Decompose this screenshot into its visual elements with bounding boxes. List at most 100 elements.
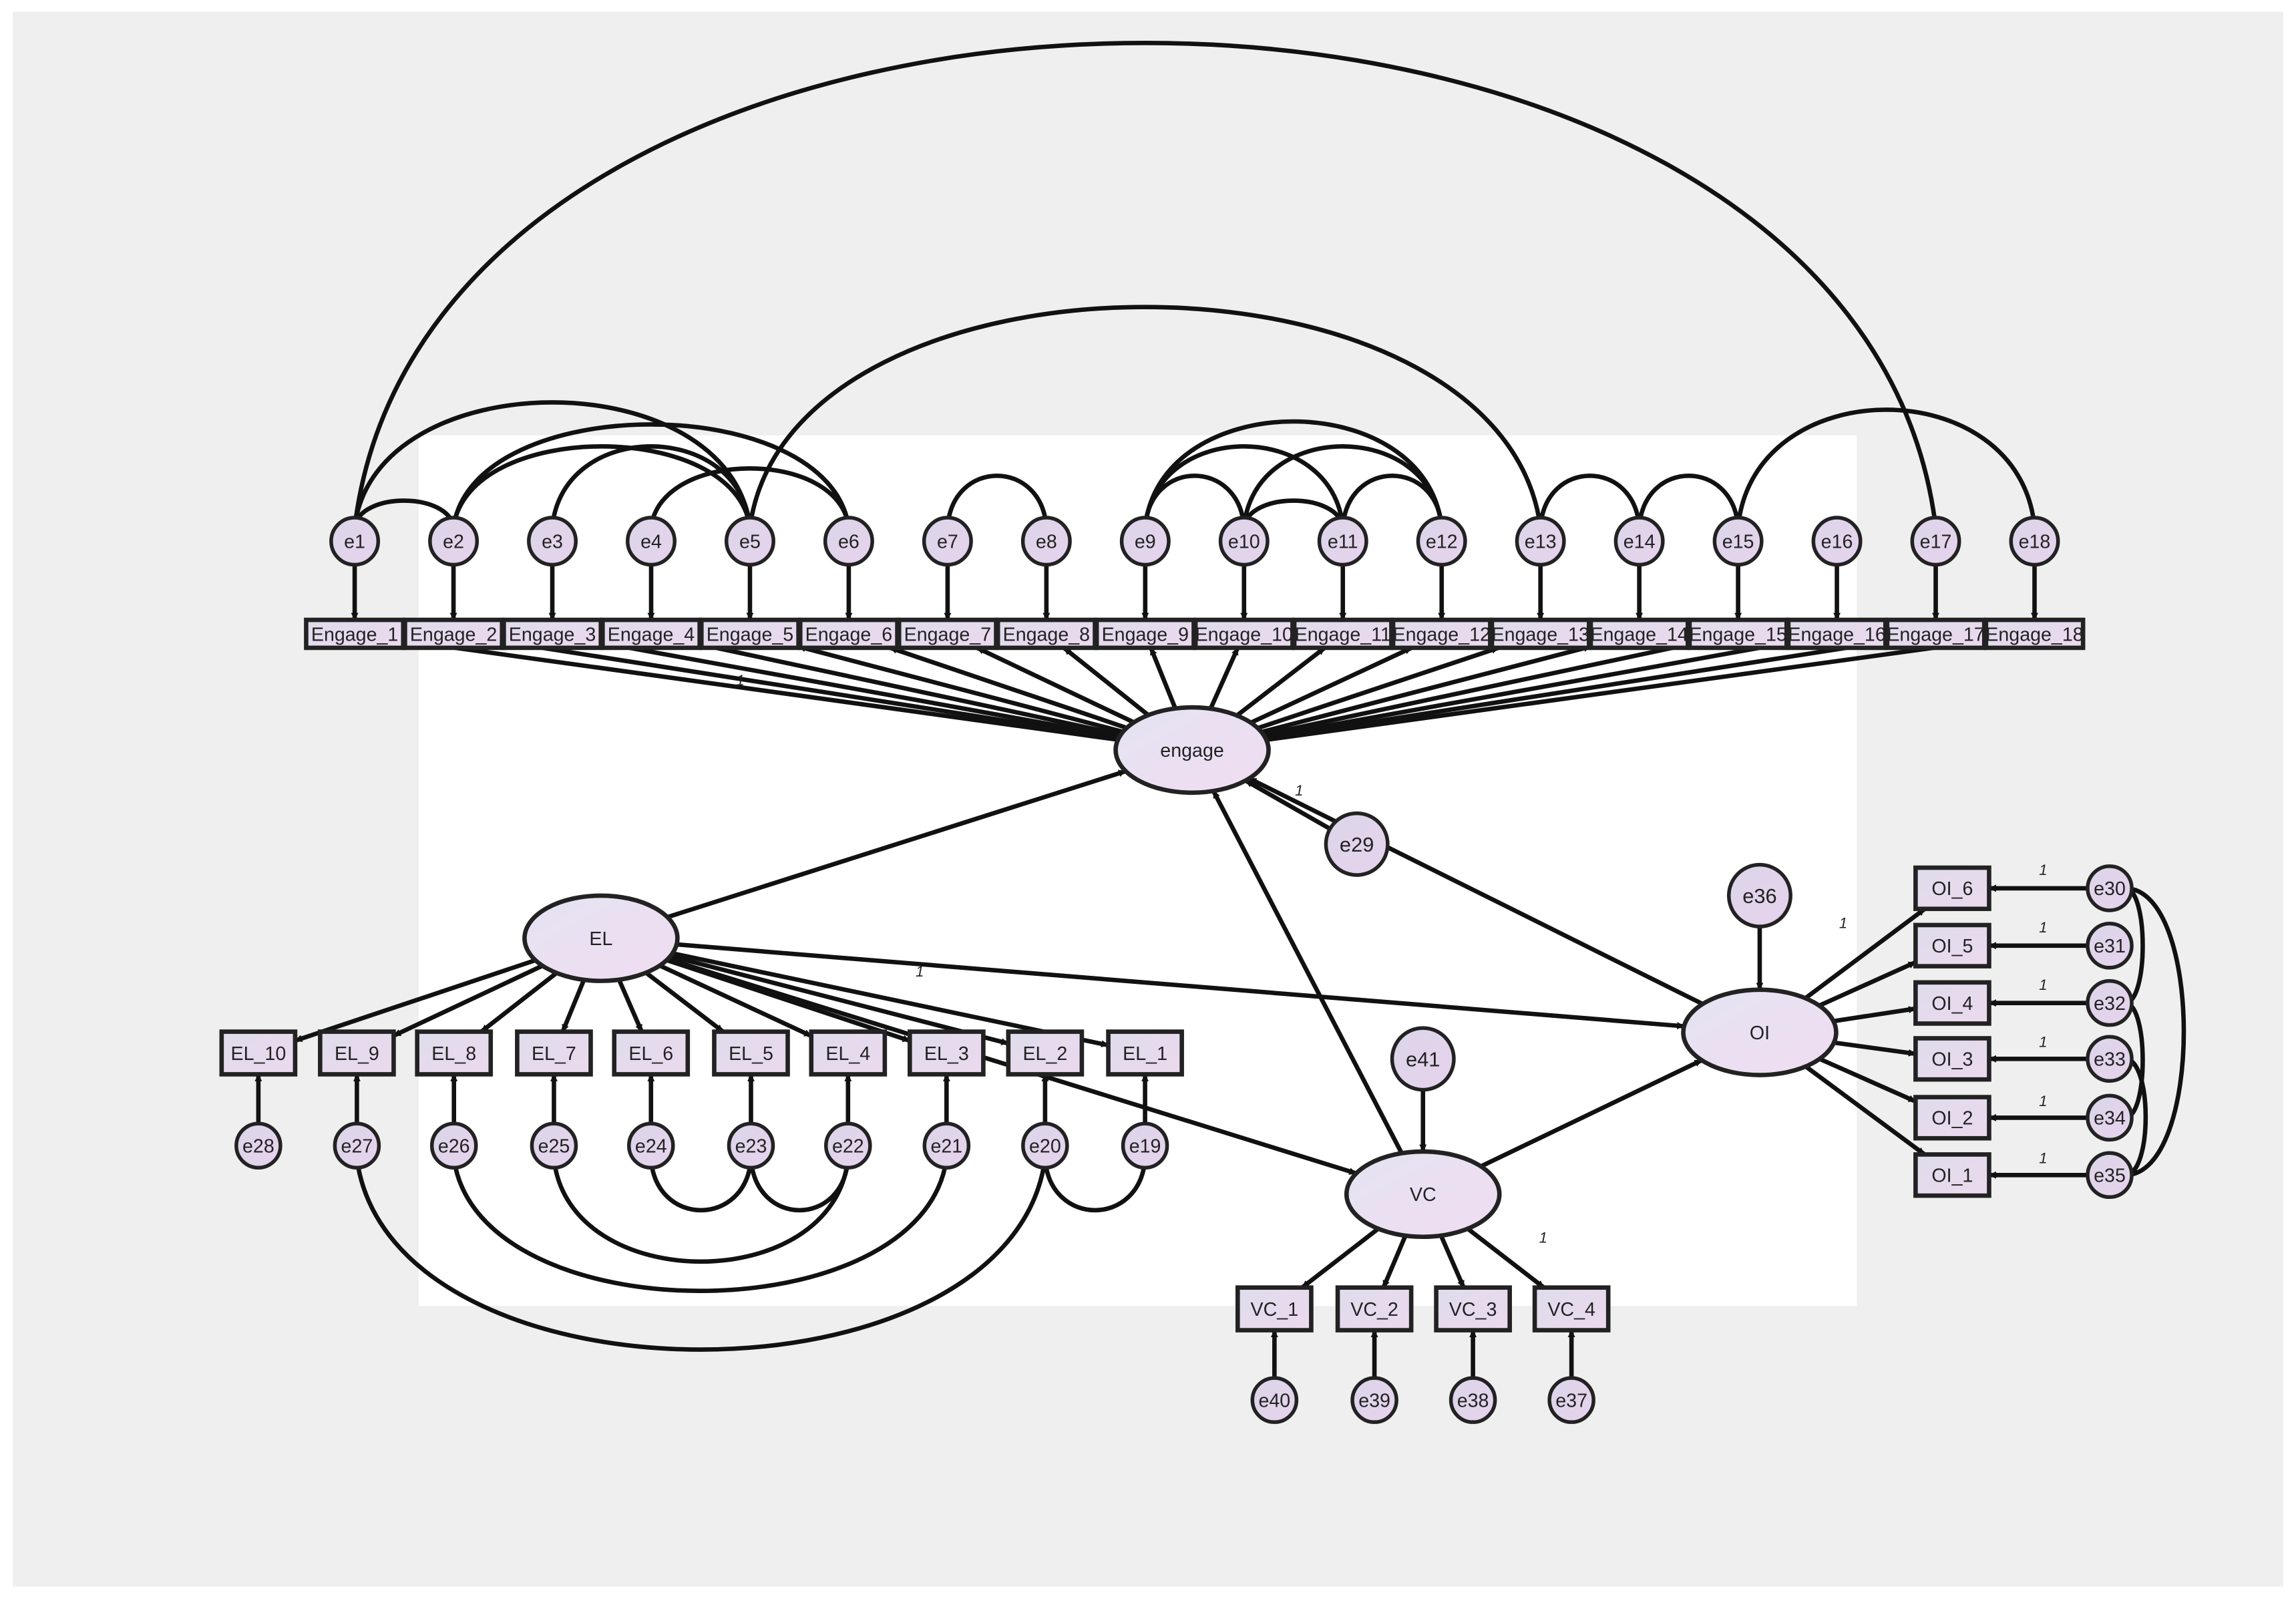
error-term-e18[interactable]: e18 [2009, 516, 2060, 567]
indicator-el-8[interactable]: EL_8 [415, 1029, 494, 1077]
error-term-e35[interactable]: e35 [2086, 1151, 2134, 1200]
error-term-e9[interactable]: e9 [1119, 516, 1171, 567]
error-term-e20[interactable]: e20 [1021, 1121, 1069, 1170]
indicator-engage-10[interactable]: Engage_10 [1193, 617, 1295, 651]
indicator-el-6[interactable]: EL_6 [612, 1029, 691, 1077]
indicator-el-3[interactable]: EL_3 [907, 1029, 986, 1077]
indicator-el-9[interactable]: EL_9 [318, 1029, 396, 1077]
error-term-e27[interactable]: e27 [333, 1121, 381, 1170]
indicator-box [1913, 865, 1991, 912]
error-term-e13[interactable]: e13 [1515, 516, 1566, 567]
error-term-e17[interactable]: e17 [1910, 516, 1961, 567]
error-term-e37[interactable]: e37 [1547, 1376, 1595, 1424]
indicator-box [1235, 1285, 1314, 1332]
error-circle [1547, 1376, 1595, 1424]
indicator-el-2[interactable]: EL_2 [1006, 1029, 1085, 1077]
indicator-engage-8[interactable]: Engage_8 [995, 617, 1097, 651]
error-term-e33[interactable]: e33 [2086, 1035, 2134, 1083]
error-term-e34[interactable]: e34 [2086, 1093, 2134, 1142]
error-term-e25[interactable]: e25 [530, 1121, 578, 1170]
latent-el[interactable]: EL [522, 893, 680, 983]
indicator-oi-5[interactable]: OI_5 [1913, 922, 1991, 968]
error-term-e1[interactable]: e1 [329, 516, 381, 567]
error-term-e16[interactable]: e16 [1811, 516, 1863, 567]
indicator-label: Engage_16 [1788, 624, 1885, 645]
indicator-engage-9[interactable]: Engage_9 [1094, 617, 1196, 651]
error-term-e4[interactable]: e4 [626, 516, 677, 567]
indicator-vc-4[interactable]: VC_4 [1532, 1285, 1611, 1332]
indicator-engage-12[interactable]: Engage_12 [1390, 617, 1493, 651]
error-term-e26[interactable]: e26 [429, 1121, 478, 1170]
error-label: e11 [1328, 532, 1358, 553]
indicator-engage-1[interactable]: Engage_1 [304, 617, 406, 651]
indicator-engage-11[interactable]: Engage_11 [1292, 617, 1394, 651]
indicator-el-7[interactable]: EL_7 [515, 1029, 593, 1077]
error-term-e30[interactable]: e30 [2086, 864, 2134, 912]
indicator-vc-2[interactable]: VC_2 [1335, 1285, 1414, 1332]
indicator-engage-7[interactable]: Engage_7 [896, 617, 998, 651]
indicator-vc-1[interactable]: VC_1 [1235, 1285, 1314, 1332]
indicator-engage-6[interactable]: Engage_6 [797, 617, 900, 651]
error-term-e3[interactable]: e3 [527, 516, 578, 567]
error-term-e39[interactable]: e39 [1350, 1376, 1398, 1424]
error-term-e8[interactable]: e8 [1020, 516, 1072, 567]
indicator-el-4[interactable]: EL_4 [809, 1029, 888, 1077]
indicator-engage-18[interactable]: Engage_18 [1983, 617, 2086, 651]
indicator-engage-4[interactable]: Engage_4 [600, 617, 702, 651]
covariance-e7-e8 [944, 474, 1050, 534]
error-label: e29 [1340, 833, 1374, 856]
latent-engage[interactable]: engage [1113, 705, 1271, 795]
indicator-engage-17[interactable]: Engage_17 [1885, 617, 1987, 651]
error-term-e10[interactable]: e10 [1218, 516, 1270, 567]
indicator-engage-5[interactable]: Engage_5 [699, 617, 801, 651]
error-term-e24[interactable]: e24 [626, 1121, 675, 1170]
indicator-box [403, 617, 505, 651]
error-term-e21[interactable]: e21 [922, 1121, 971, 1170]
covariance-e10-e12 [1240, 444, 1445, 534]
error-term-e29[interactable]: e29 [1324, 811, 1390, 877]
indicator-oi-3[interactable]: OI_3 [1913, 1036, 1991, 1082]
indicator-el-1[interactable]: EL_1 [1106, 1029, 1184, 1077]
error-term-e5[interactable]: e5 [724, 516, 775, 567]
indicator-oi-6[interactable]: OI_6 [1913, 865, 1991, 912]
indicator-engage-15[interactable]: Engage_15 [1687, 617, 1789, 651]
error-term-e32[interactable]: e32 [2086, 979, 2134, 1027]
error-term-e28[interactable]: e28 [234, 1121, 282, 1170]
error-label: e15 [1722, 532, 1754, 553]
latent-ellipse [522, 893, 680, 983]
covariance-e25-e22 [550, 1151, 851, 1264]
error-term-e19[interactable]: e19 [1121, 1121, 1169, 1170]
error-term-e40[interactable]: e40 [1250, 1376, 1299, 1424]
error-term-e15[interactable]: e15 [1712, 516, 1764, 567]
error-label: e1 [344, 532, 365, 553]
indicator-engage-13[interactable]: Engage_13 [1489, 617, 1591, 651]
error-circle [329, 516, 381, 567]
latent-label: EL [589, 928, 612, 950]
indicator-label: Engage_14 [1590, 624, 1688, 645]
latent-oi[interactable]: OI [1681, 987, 1839, 1077]
indicator-el-5[interactable]: EL_5 [712, 1029, 790, 1077]
error-term-e38[interactable]: e38 [1449, 1376, 1497, 1424]
error-term-e11[interactable]: e11 [1317, 516, 1368, 567]
error-term-e14[interactable]: e14 [1613, 516, 1665, 567]
error-term-e2[interactable]: e2 [428, 516, 480, 567]
error-term-e12[interactable]: e12 [1416, 516, 1467, 567]
indicator-vc-3[interactable]: VC_3 [1434, 1285, 1512, 1332]
indicator-oi-4[interactable]: OI_4 [1913, 980, 1991, 1026]
indicator-engage-2[interactable]: Engage_2 [403, 617, 505, 651]
error-label: e28 [242, 1136, 274, 1158]
indicator-engage-3[interactable]: Engage_3 [502, 617, 603, 651]
error-term-e41[interactable]: e41 [1390, 1026, 1456, 1092]
indicator-el-10[interactable]: EL_10 [219, 1029, 298, 1077]
error-term-e36[interactable]: e36 [1726, 862, 1792, 928]
indicator-engage-14[interactable]: Engage_14 [1588, 617, 1690, 651]
error-term-e7[interactable]: e7 [922, 516, 973, 567]
indicator-engage-16[interactable]: Engage_16 [1786, 617, 1888, 651]
error-term-e23[interactable]: e23 [727, 1121, 775, 1170]
error-term-e31[interactable]: e31 [2086, 922, 2134, 970]
error-term-e6[interactable]: e6 [823, 516, 874, 567]
indicator-oi-1[interactable]: OI_1 [1913, 1152, 1991, 1198]
error-term-e22[interactable]: e22 [824, 1121, 872, 1170]
indicator-oi-2[interactable]: OI_2 [1913, 1095, 1991, 1141]
latent-vc[interactable]: VC [1344, 1149, 1502, 1240]
